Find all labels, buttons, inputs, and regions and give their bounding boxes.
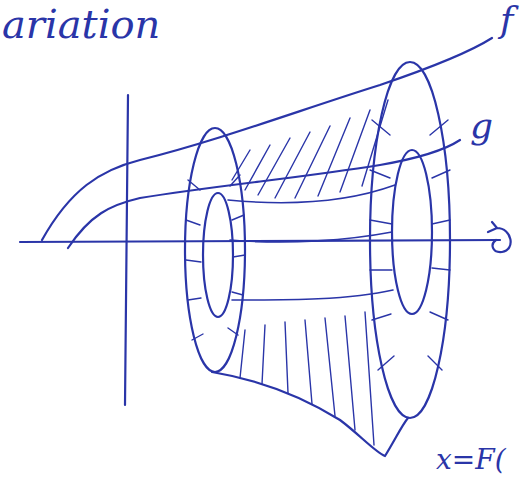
right-outer-ellipse (370, 62, 450, 418)
function-label: g (470, 108, 493, 144)
curve-f (42, 38, 492, 240)
upper-hatching (232, 100, 388, 198)
left-outer-ellipse (185, 128, 245, 372)
inner-surface-lines (228, 185, 395, 300)
right-rim-spikes (370, 120, 450, 370)
equation-fragment: x=F( (436, 446, 506, 474)
right-inner-ellipse (392, 150, 432, 314)
heading-fragment: ariation (2, 4, 160, 44)
rotation-arrow (488, 222, 511, 252)
y-axis (125, 95, 128, 405)
function-label: f (500, 2, 513, 38)
left-inner-ellipse (203, 193, 233, 317)
left-rim-spikes (186, 175, 245, 340)
lower-hatching (240, 312, 374, 445)
